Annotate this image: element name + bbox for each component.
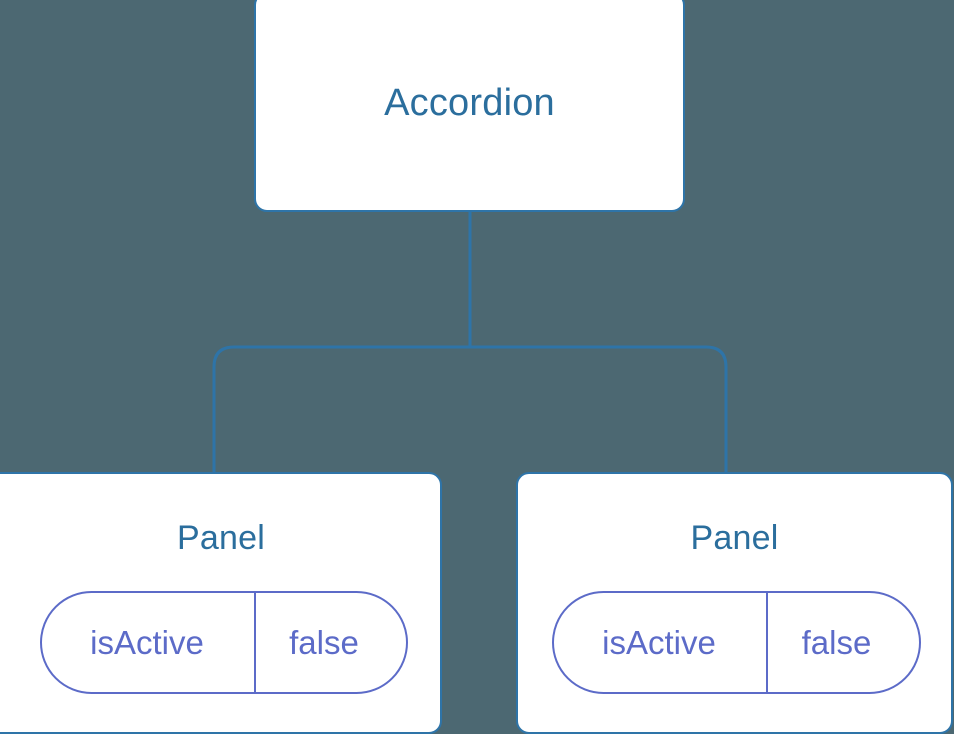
node-panel-2[interactable]: Panel isActive false <box>516 472 953 734</box>
node-panel-2-prop-isactive[interactable]: isActive false <box>552 591 921 694</box>
node-panel-1-label: Panel <box>177 519 265 557</box>
edge-branch-right <box>470 345 728 474</box>
prop-value: false <box>289 623 359 661</box>
node-accordion[interactable]: Accordion <box>254 0 685 212</box>
node-accordion-label: Accordion <box>384 82 555 124</box>
node-panel-1[interactable]: Panel isActive false <box>0 472 442 734</box>
prop-key: isActive <box>42 593 256 692</box>
prop-key: isActive <box>554 593 768 692</box>
prop-value: false <box>801 623 872 661</box>
node-panel-2-label: Panel <box>690 519 779 557</box>
node-panel-1-prop-isactive[interactable]: isActive false <box>40 591 408 694</box>
edge-branch-left <box>212 345 470 474</box>
